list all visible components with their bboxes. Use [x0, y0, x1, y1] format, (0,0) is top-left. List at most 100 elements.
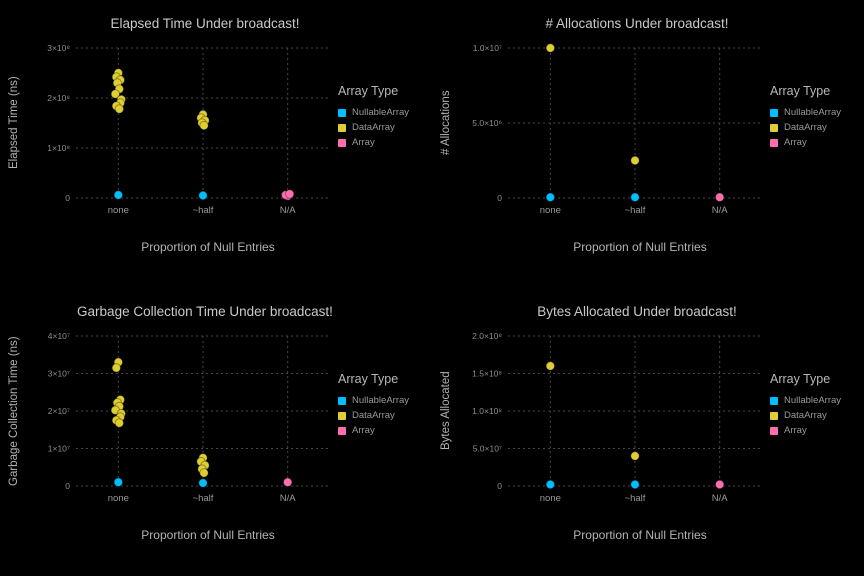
legend-label: DataArray — [784, 410, 827, 421]
data-point — [113, 190, 124, 200]
legend-title: Array Type — [338, 84, 399, 98]
legend-label: DataArray — [352, 122, 395, 133]
x-tick-label: N/A — [712, 493, 729, 504]
data-point — [630, 479, 640, 490]
data-point — [114, 104, 125, 114]
x-axis-label: Proportion of Null Entries — [141, 528, 275, 542]
legend-item: DataArray — [338, 122, 428, 133]
y-tick-label: 2×10⁷ — [48, 406, 70, 416]
legend-title: Array Type — [770, 84, 831, 98]
y-axis-label: Bytes Allocated — [440, 371, 452, 451]
plot-title: # Allocations Under broadcast! — [545, 16, 729, 31]
legend-item: NullableArray — [770, 395, 860, 406]
legend-swatch-nullablearray — [338, 396, 346, 405]
y-tick-label: 2.0×10⁸ — [472, 331, 502, 341]
y-tick-label: 1×10⁸ — [47, 143, 70, 153]
legend-swatch-dataarray — [770, 411, 778, 420]
legend-label: DataArray — [352, 410, 395, 421]
x-tick-label: none — [540, 493, 561, 504]
data-point — [630, 155, 640, 166]
x-axis-label: Proportion of Null Entries — [573, 528, 707, 542]
x-tick-label: none — [540, 205, 561, 216]
legend-item: NullableArray — [338, 107, 428, 118]
legend-label: DataArray — [784, 122, 827, 133]
data-point — [545, 361, 556, 371]
x-tick-label: N/A — [280, 493, 297, 504]
legend-swatch-dataarray — [770, 123, 778, 132]
y-tick-label: 1.5×10⁸ — [472, 369, 502, 379]
x-tick-label: none — [108, 205, 129, 216]
data-point — [630, 192, 640, 202]
chart-panel-gc-time: Garbage Collection Time Under broadcast!… — [0, 288, 432, 576]
legend-item: Array — [770, 425, 860, 436]
x-tick-label: N/A — [712, 205, 729, 216]
chart-panel-elapsed-time: Elapsed Time Under broadcast! Elapsed Ti… — [0, 0, 432, 288]
legend-swatch-dataarray — [338, 411, 346, 420]
data-point — [545, 479, 556, 490]
legend-swatch-nullablearray — [770, 108, 778, 117]
data-point — [199, 468, 209, 478]
legend-label: Array — [784, 137, 807, 148]
data-point — [114, 418, 125, 428]
legend-item: NullableArray — [770, 107, 860, 118]
legend-swatch-array — [770, 138, 778, 147]
legend-title: Array Type — [338, 372, 399, 386]
legend-swatch-nullablearray — [770, 396, 778, 405]
y-tick-label: 0 — [497, 481, 502, 491]
legend-item: DataArray — [338, 410, 428, 421]
legend-item: DataArray — [770, 122, 860, 133]
chart-panel-allocations: # Allocations Under broadcast! # Allocat… — [432, 0, 864, 288]
y-tick-label: 3×10⁸ — [47, 43, 70, 53]
y-axis-label: Elapsed Time (ns) — [8, 76, 20, 170]
data-point — [198, 190, 208, 201]
data-point — [284, 189, 295, 199]
y-tick-label: 3×10⁷ — [48, 369, 70, 379]
plot-title: Bytes Allocated Under broadcast! — [537, 304, 737, 319]
legend: Array Type NullableArray DataArray Array — [770, 372, 860, 440]
y-axis-label: # Allocations — [440, 90, 452, 156]
data-point — [545, 43, 556, 53]
y-tick-label: 4×10⁷ — [48, 331, 70, 341]
legend-item: NullableArray — [338, 395, 428, 406]
y-tick-label: 1.0×10⁸ — [472, 406, 502, 416]
data-point — [714, 192, 725, 202]
legend-swatch-array — [770, 426, 778, 435]
y-tick-label: 5.0×10⁷ — [473, 444, 502, 454]
legend-swatch-array — [338, 138, 346, 147]
x-tick-label: ~half — [193, 493, 214, 504]
legend-label: Array — [784, 425, 807, 436]
data-point — [110, 89, 121, 99]
legend-label: Array — [352, 425, 375, 436]
y-tick-label: 2×10⁸ — [47, 93, 70, 103]
x-tick-label: N/A — [280, 205, 297, 216]
legend-title: Array Type — [770, 372, 831, 386]
data-point — [545, 192, 556, 202]
x-tick-label: ~half — [625, 205, 646, 216]
scatter-plot: 0 1×10⁷ 2×10⁷ 3×10⁷ 4×10⁷ none ~half N/A — [48, 331, 330, 504]
x-tick-label: ~half — [193, 205, 214, 216]
scatter-plot: 0 5.0×10⁷ 1.0×10⁸ 1.5×10⁸ 2.0×10⁸ none ~half N/… — [472, 331, 762, 504]
legend-item: Array — [338, 425, 428, 436]
legend-item: Array — [770, 137, 860, 148]
chart-panel-bytes-allocated: Bytes Allocated Under broadcast! Bytes A… — [432, 288, 864, 576]
legend: Array Type NullableArray DataArray Array — [770, 84, 860, 152]
data-point — [198, 478, 208, 488]
legend-label: NullableArray — [352, 107, 410, 118]
y-tick-label: 5.0×10⁶ — [472, 118, 502, 128]
legend-swatch-nullablearray — [338, 108, 346, 117]
y-tick-label: 0 — [65, 481, 70, 491]
x-axis-label: Proportion of Null Entries — [573, 240, 707, 254]
data-point — [199, 120, 209, 131]
y-tick-label: 1.0×10⁷ — [473, 43, 502, 53]
legend: Array Type NullableArray DataArray Array — [338, 372, 428, 440]
legend-label: NullableArray — [784, 395, 842, 406]
x-tick-label: none — [108, 493, 129, 504]
legend-swatch-array — [338, 426, 346, 435]
y-tick-label: 1×10⁷ — [48, 444, 70, 454]
data-point — [630, 451, 640, 461]
x-tick-label: ~half — [625, 493, 646, 504]
data-point — [714, 479, 725, 490]
data-point — [113, 477, 124, 487]
